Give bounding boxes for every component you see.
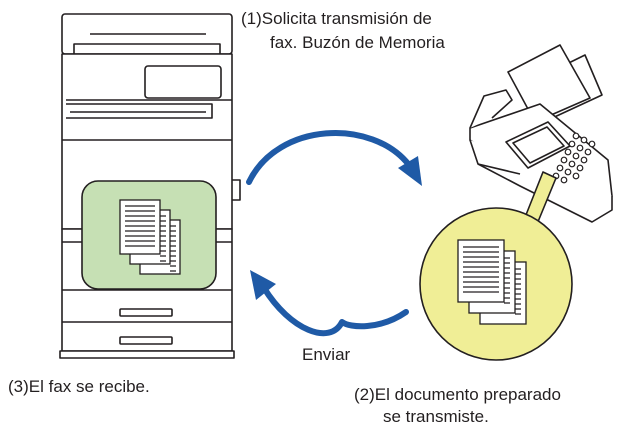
document-stack-icon <box>119 199 181 275</box>
step-1-label: (1)Solicita transmisión de <box>241 8 432 29</box>
request-arrow <box>246 130 422 186</box>
step-1-text: Solicita transmisión de <box>261 9 432 28</box>
step-2-label: (2)El documento preparado <box>354 384 561 405</box>
send-arrow <box>250 270 409 336</box>
step-2-label-line2: se transmiste. <box>383 407 489 426</box>
step-3-number: (3) <box>8 377 29 396</box>
step-3-text: El fax se recibe. <box>28 377 150 396</box>
step-1-number: (1) <box>241 9 262 28</box>
step-3-label: (3)El fax se recibe. <box>8 376 150 397</box>
step-2-text: El documento preparado <box>374 385 561 404</box>
arrow-label-send: Enviar <box>302 345 351 364</box>
fax-machine-icon <box>469 44 613 223</box>
step-2-number: (2) <box>354 385 375 404</box>
document-stack-icon <box>457 239 527 325</box>
step-1-label-line2: fax. Buzón de Memoria <box>270 33 445 52</box>
